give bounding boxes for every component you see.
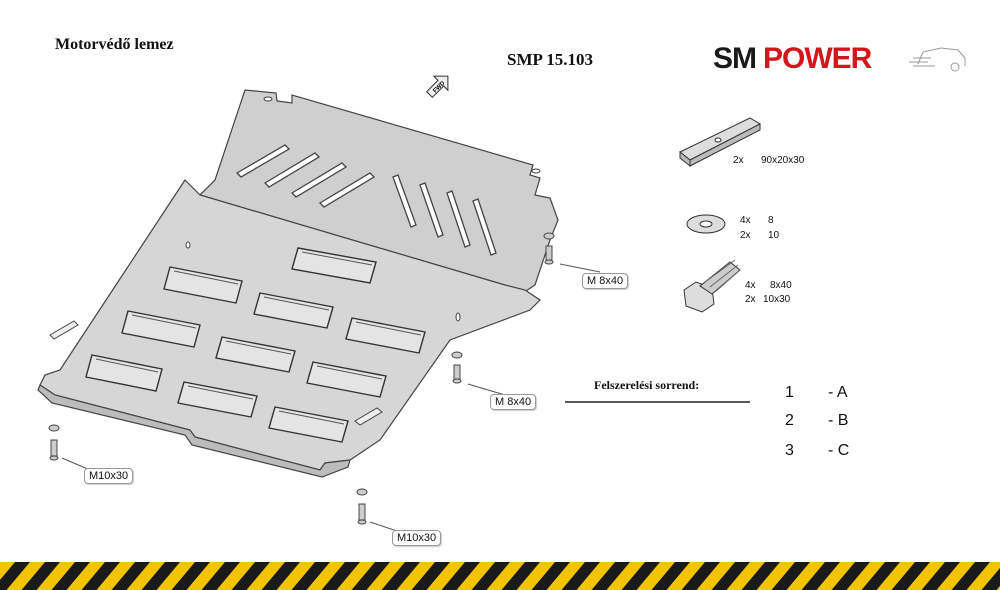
hw-size-spacer: 90x20x30: [761, 155, 805, 166]
hw-qty-bolt-8x40: 4x: [745, 280, 756, 291]
hw-size-washer-8: 8: [768, 215, 774, 226]
install-step-1-letter: - A: [828, 384, 848, 401]
bolt-icon: [356, 488, 368, 525]
hw-qty-spacer: 2x: [733, 155, 744, 166]
bolt-label-m8x40-middle: M 8x40: [490, 394, 537, 410]
hw-size-bolt-10x30: 10x30: [763, 294, 791, 305]
logo-power-text: POWER: [763, 42, 873, 75]
logo-sm-text: SM: [713, 42, 756, 75]
smpower-logo: SM POWER: [713, 40, 973, 80]
install-step-2-letter: - B: [828, 412, 849, 429]
hw-qty-bolt-10x30: 2x: [745, 294, 756, 305]
hazard-stripe: [0, 562, 1000, 590]
hw-qty-washer-10: 2x: [740, 230, 751, 241]
install-step-3-letter: - C: [828, 442, 850, 459]
bolt-icon: [543, 232, 555, 265]
hw-qty-washer-8: 4x: [740, 215, 751, 226]
bolt-label-m10x30-left: M10x30: [84, 468, 134, 484]
bolt-label-m10x30-bottom: M10x30: [392, 530, 442, 546]
car-silhouette-icon: [909, 47, 966, 72]
install-heading: Felszerelési sorrend:: [594, 378, 700, 392]
install-step-2-num: 2: [785, 412, 794, 429]
hw-size-washer-10: 10: [768, 230, 780, 241]
bolt-icon: [451, 351, 463, 384]
hw-size-bolt-8x40: 8x40: [770, 280, 792, 291]
install-step-3-num: 3: [785, 442, 794, 459]
forward-arrow-icon: FWD: [425, 75, 449, 99]
product-code: SMP 15.103: [507, 50, 593, 69]
page-title: Motorvédő lemez: [55, 36, 174, 53]
install-step-1-num: 1: [785, 384, 794, 401]
skid-plate-drawing: [37, 89, 559, 478]
bolt-icon: [48, 424, 60, 461]
bolt-label-m8x40-right: M 8x40: [582, 273, 629, 289]
